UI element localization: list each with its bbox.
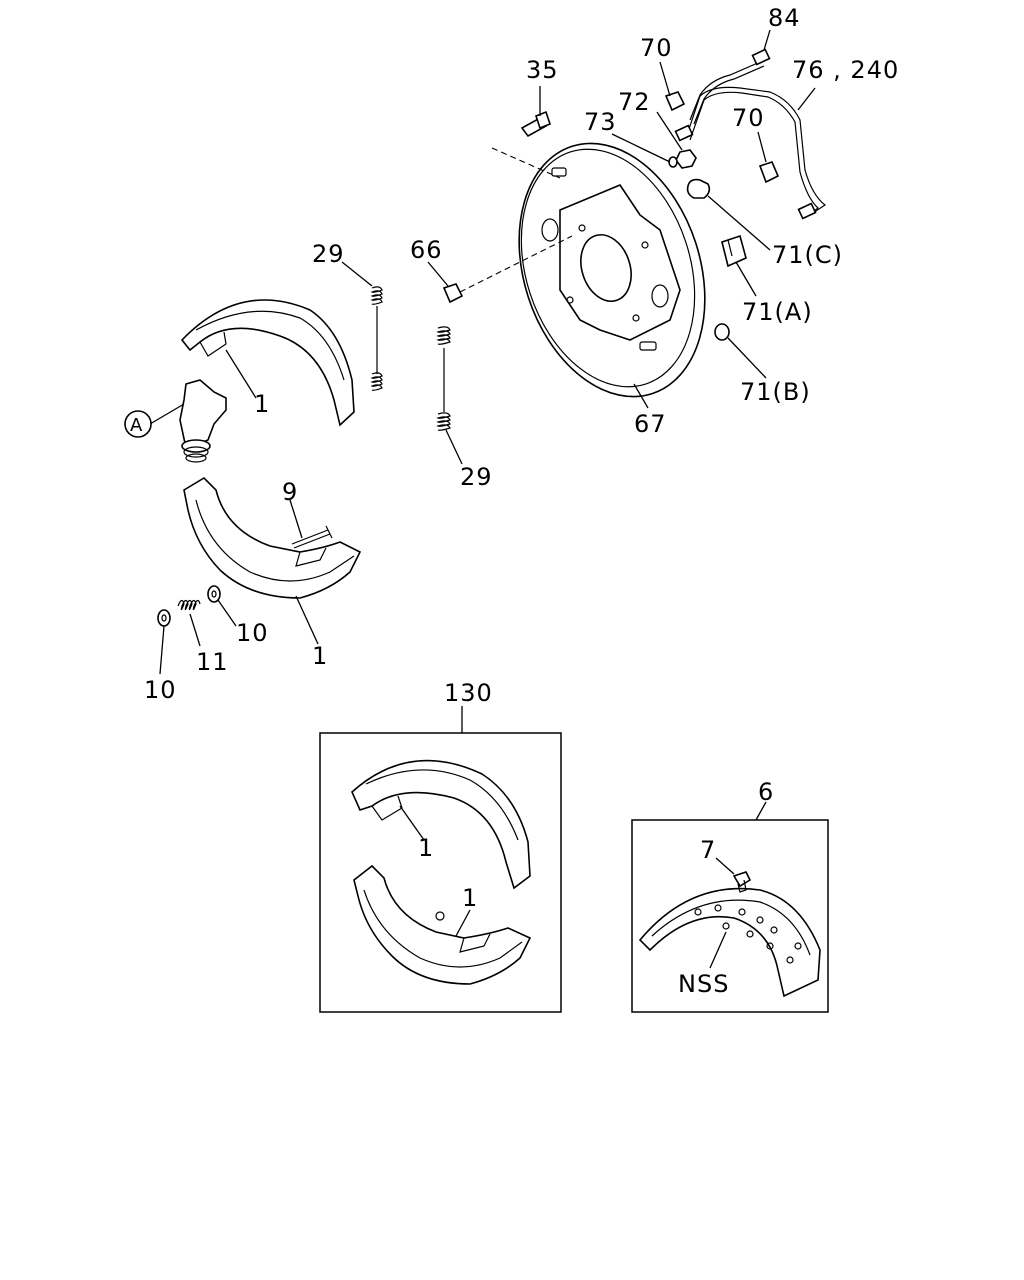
reference-marker-a xyxy=(124,410,152,438)
callout-73: 73 xyxy=(584,108,617,136)
spring-29-lower xyxy=(436,326,451,431)
callout-1-set-upper: 1 xyxy=(418,834,434,862)
callout-84: 84 xyxy=(768,4,801,32)
wheel-cylinder xyxy=(179,379,227,463)
spring-29-upper xyxy=(370,286,383,391)
callout-10-left: 10 xyxy=(144,676,177,704)
backing-plate-67 xyxy=(518,142,706,398)
callout-72: 72 xyxy=(618,88,651,116)
leader-lines xyxy=(149,29,816,675)
callout-76-240: 76 , 240 xyxy=(792,56,899,84)
callout-29-lower: 29 xyxy=(460,463,493,491)
spring-11 xyxy=(177,599,201,611)
brake-pipe-76-240 xyxy=(674,48,827,220)
callout-labels: 84 70 76 , 240 35 72 73 70 71(C) 66 29 7… xyxy=(130,4,899,998)
callout-71c: 71(C) xyxy=(772,241,843,269)
clip-70-right xyxy=(758,161,780,184)
plug-71b xyxy=(714,323,730,341)
callout-6: 6 xyxy=(758,778,774,806)
callout-10-right: 10 xyxy=(236,619,269,647)
callout-130: 130 xyxy=(444,679,493,707)
clip-70-upper xyxy=(664,91,686,112)
shoe-set-box-130 xyxy=(319,706,562,1013)
clip-71a xyxy=(721,234,747,268)
callout-35: 35 xyxy=(526,56,559,84)
callout-29-upper: 29 xyxy=(312,240,345,268)
brake-shoe-upper xyxy=(180,299,355,427)
callout-66: 66 xyxy=(410,236,443,264)
callout-1-lower-shoe: 1 xyxy=(312,642,328,670)
callout-a: A xyxy=(130,415,143,436)
callout-1-set-lower: 1 xyxy=(462,884,478,912)
washer-73 xyxy=(668,156,678,168)
lining-kit-box-6 xyxy=(631,801,829,1013)
grommet-71c xyxy=(686,178,711,199)
callout-71a: 71(A) xyxy=(742,298,813,326)
washer-10-left xyxy=(157,609,171,627)
callout-71b: 71(B) xyxy=(740,378,811,406)
callout-9: 9 xyxy=(282,478,298,506)
pin-9 xyxy=(291,525,333,549)
nut-72 xyxy=(675,149,697,169)
brake-shoe-lower xyxy=(183,476,362,599)
alignment-line-66 xyxy=(459,235,573,293)
bolt-66 xyxy=(442,283,464,304)
callout-11: 11 xyxy=(196,648,229,676)
alignment-line-35 xyxy=(491,147,561,179)
callout-67: 67 xyxy=(634,410,667,438)
callout-nss: NSS xyxy=(678,970,729,998)
callout-70-upper: 70 xyxy=(640,34,673,62)
callout-7: 7 xyxy=(700,836,716,864)
callout-70-right: 70 xyxy=(732,104,765,132)
washer-10-right xyxy=(207,585,221,603)
bolt-35 xyxy=(520,110,551,138)
callout-1-upper-shoe: 1 xyxy=(254,390,270,418)
